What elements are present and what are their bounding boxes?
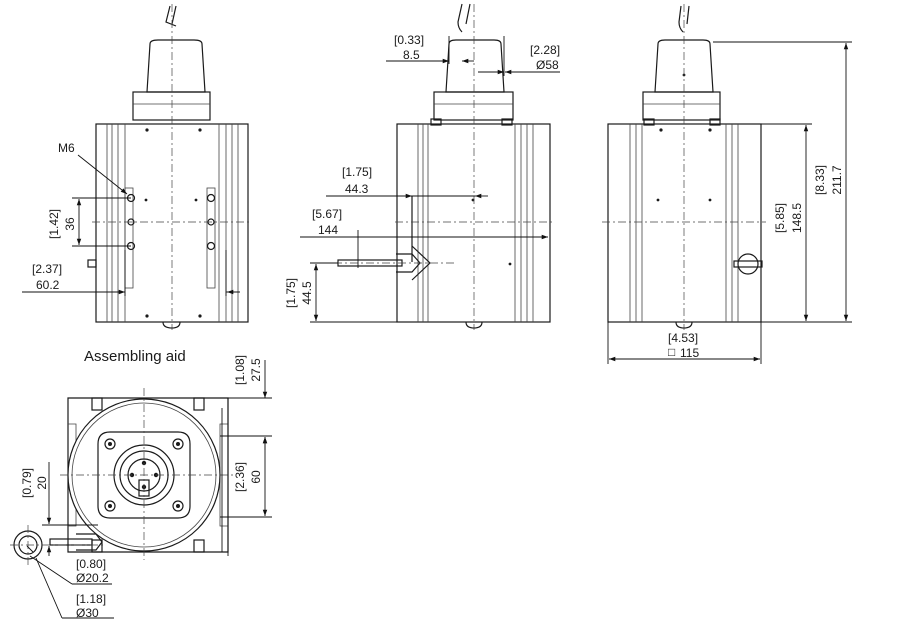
dim-bot-d-mm: Ø20.2 — [76, 571, 109, 585]
right-view: [8.33] 211.7 [5.85] 148.5 [4.53] □ 115 — [602, 4, 852, 364]
dim-right-w-sym: □ — [668, 345, 675, 359]
dim-bot-e-mm: Ø30 — [76, 606, 99, 620]
dim-right-h1-mm: 211.7 — [830, 165, 844, 194]
front-view: M6 [1.42] 36 [2.37] 60.2 — [22, 4, 250, 330]
dim-side-top-in: [0.33] — [394, 33, 424, 47]
dim-side-c-in: [1.75] — [284, 278, 298, 308]
dim-bot-b-mm: 60 — [249, 470, 263, 484]
cable — [678, 5, 684, 33]
connector-housing — [445, 39, 505, 93]
dim-right-h1-in: [8.33] — [813, 165, 827, 195]
cable-exit-icon — [737, 253, 759, 275]
assembling-aid-title: Assembling aid — [84, 348, 186, 365]
dim-bot-a-mm: 27.5 — [249, 358, 263, 382]
dim-side-dia-mm: Ø58 — [536, 58, 559, 72]
dim-right-h2-mm: 148.5 — [790, 203, 804, 233]
dim-bot-c-in: [0.79] — [20, 468, 34, 498]
dim-side-b-in: [5.67] — [312, 207, 342, 221]
dim-bot-b-in: [2.36] — [233, 462, 247, 492]
dim-front-a-in: [1.42] — [47, 209, 61, 239]
connector-plate — [97, 431, 191, 519]
dim-side-dia-in: [2.28] — [530, 43, 560, 57]
dim-side-a-mm: 44.3 — [345, 182, 369, 196]
side-view: [0.33] 8.5 [2.28] Ø58 [1.75] 44.3 [5.67]… — [284, 3, 560, 330]
assembling-aid-view: [1.08] 27.5 [2.36] 60 [0.79] 20 [0.80] Ø… — [10, 355, 272, 620]
dim-bot-c-mm: 20 — [35, 476, 49, 490]
dim-front-b-mm: 60.2 — [36, 278, 60, 292]
dim-right-w-in: [4.53] — [668, 331, 698, 345]
dim-front-a-mm: 36 — [63, 217, 77, 231]
connector-housing — [146, 39, 206, 93]
cable — [457, 3, 463, 33]
dim-side-a-in: [1.75] — [342, 165, 372, 179]
housing — [607, 123, 762, 323]
dim-side-b-mm: 144 — [318, 223, 338, 237]
dim-bot-d-in: [0.80] — [76, 557, 106, 571]
cable — [165, 5, 177, 27]
flange — [132, 91, 211, 121]
dim-right-w-mm: 115 — [680, 346, 699, 360]
dim-side-c-mm: 44.5 — [300, 281, 314, 305]
dim-right-h2-in: [5.85] — [773, 203, 787, 233]
m6-label: M6 — [58, 141, 75, 155]
dim-bot-a-in: [1.08] — [233, 355, 247, 385]
dim-bot-e-in: [1.18] — [76, 592, 106, 606]
housing — [396, 123, 551, 323]
dim-front-b-in: [2.37] — [32, 262, 62, 276]
dim-side-top-mm: 8.5 — [403, 48, 420, 62]
